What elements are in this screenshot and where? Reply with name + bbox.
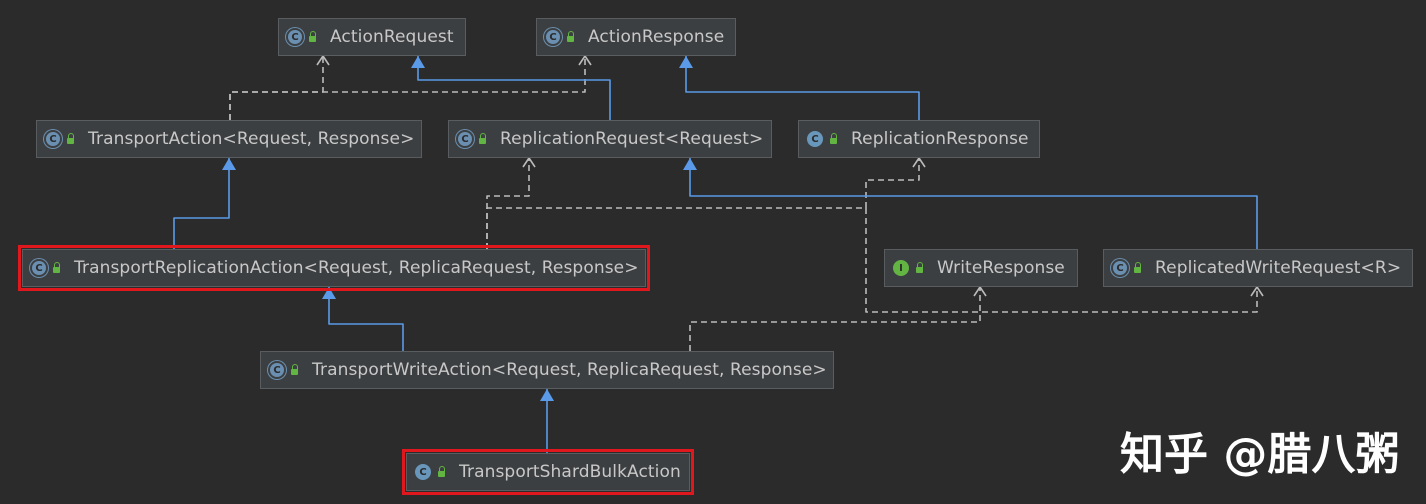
edge-arrowhead xyxy=(540,389,554,401)
node-transport-action[interactable]: C TransportAction<Request, Response> xyxy=(36,120,422,158)
edge-arrowhead xyxy=(222,158,236,170)
node-label: ActionRequest xyxy=(330,27,454,47)
edge-replication_request-to-action_request xyxy=(411,56,611,120)
lock-icon xyxy=(438,466,445,477)
node-label: TransportWriteAction<Request, ReplicaReq… xyxy=(312,360,827,380)
edge-line xyxy=(173,158,230,249)
edge-arrowhead xyxy=(322,287,336,299)
node-action-response[interactable]: C ActionResponse xyxy=(536,18,736,56)
edge-arrowhead xyxy=(679,56,693,68)
lock-icon xyxy=(291,364,298,375)
node-label: TransportShardBulkAction xyxy=(459,462,681,482)
abstract-class-icon: C xyxy=(546,30,560,44)
node-label: ReplicationRequest<Request> xyxy=(500,129,764,149)
lock-icon xyxy=(916,262,923,273)
abstract-class-icon: C xyxy=(458,132,472,146)
edge-transport_action-to-action_response xyxy=(229,54,592,120)
edge-arrowhead xyxy=(912,156,926,168)
edge-transport_replication_action-to-replication_response xyxy=(486,156,926,249)
abstract-class-icon: C xyxy=(32,261,46,275)
node-label: ReplicatedWriteRequest<R> xyxy=(1155,258,1402,278)
edge-transport_replication_action-to-transport_action xyxy=(173,158,236,249)
class-icon: C xyxy=(807,131,823,147)
edge-line xyxy=(689,158,1258,249)
node-write-response[interactable]: I WriteResponse xyxy=(884,249,1078,287)
edge-replicated_write_request-to-replication_request xyxy=(683,158,1258,249)
node-label: ActionResponse xyxy=(588,27,725,47)
edge-line xyxy=(328,287,404,351)
node-label: TransportReplicationAction<Request, Repl… xyxy=(74,258,639,278)
edge-line xyxy=(486,158,530,249)
abstract-class-icon: C xyxy=(1113,261,1127,275)
edge-arrowhead xyxy=(1250,285,1264,297)
abstract-class-icon: C xyxy=(46,132,60,146)
node-label: TransportAction<Request, Response> xyxy=(88,129,415,149)
abstract-class-icon: C xyxy=(288,30,302,44)
node-label: ReplicationResponse xyxy=(851,129,1029,149)
edge-replication_response-to-action_response xyxy=(679,56,920,120)
lock-icon xyxy=(567,31,574,42)
edge-line xyxy=(229,56,324,120)
edge-arrowhead xyxy=(522,156,536,168)
edge-transport_action-to-action_request xyxy=(229,54,330,120)
edge-transport_write_action-to-replicated_write_request xyxy=(865,208,1264,313)
edge-line xyxy=(865,208,1258,313)
interface-icon: I xyxy=(893,260,909,276)
edge-transport_write_action-to-write_response xyxy=(689,285,987,351)
edge-line xyxy=(689,287,981,351)
node-label: WriteResponse xyxy=(937,258,1065,278)
edge-line xyxy=(486,158,920,249)
lock-icon xyxy=(830,133,837,144)
node-transport-replication-action[interactable]: C TransportReplicationAction<Request, Rep… xyxy=(18,245,650,291)
node-replicated-write-request[interactable]: C ReplicatedWriteRequest<R> xyxy=(1103,249,1413,287)
lock-icon xyxy=(309,31,316,42)
node-transport-shard-bulk-action[interactable]: C TransportShardBulkAction xyxy=(402,449,694,495)
node-action-request[interactable]: C ActionRequest xyxy=(278,18,466,56)
edge-transport_shard_bulk_action-to-transport_write_action xyxy=(540,389,554,453)
edge-arrowhead xyxy=(683,158,697,170)
abstract-class-icon: C xyxy=(270,363,284,377)
edge-arrowhead xyxy=(411,56,425,68)
edge-transport_replication_action-to-replication_request xyxy=(486,156,536,249)
class-icon: C xyxy=(415,464,431,480)
lock-icon xyxy=(67,133,74,144)
edge-arrowhead xyxy=(578,54,592,66)
lock-icon xyxy=(479,133,486,144)
edge-arrowhead xyxy=(973,285,987,297)
edge-line xyxy=(229,56,586,120)
watermark: 知乎 @腊八粥 xyxy=(1120,429,1400,480)
node-transport-write-action[interactable]: C TransportWriteAction<Request, ReplicaRe… xyxy=(260,351,834,389)
edge-line xyxy=(417,56,611,120)
lock-icon xyxy=(1134,262,1141,273)
edge-transport_write_action-to-transport_replication_action xyxy=(322,287,404,351)
lock-icon xyxy=(53,262,60,273)
edge-line xyxy=(685,56,920,120)
node-replication-response[interactable]: C ReplicationResponse xyxy=(798,120,1040,158)
node-replication-request[interactable]: C ReplicationRequest<Request> xyxy=(448,120,772,158)
edge-arrowhead xyxy=(316,54,330,66)
